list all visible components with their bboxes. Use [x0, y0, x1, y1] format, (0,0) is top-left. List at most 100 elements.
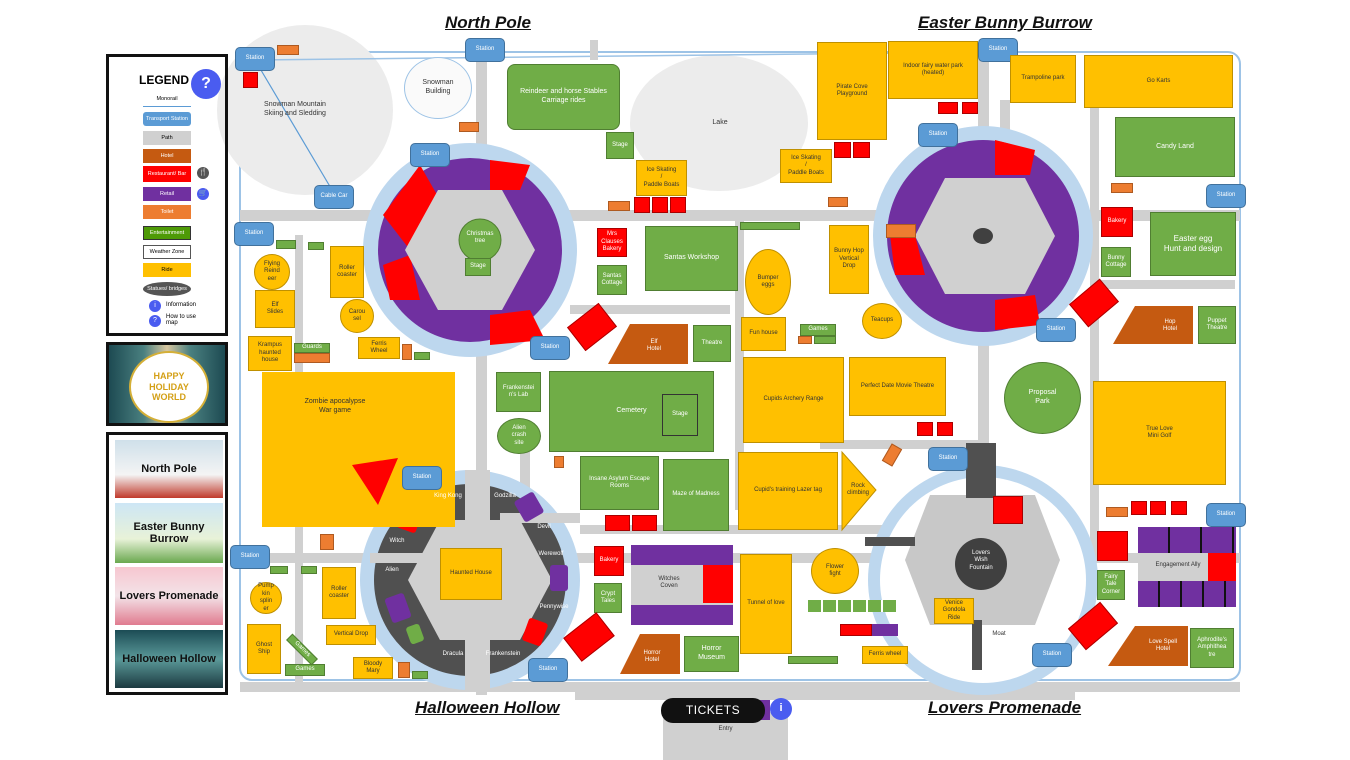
restaurant: [634, 197, 650, 213]
station[interactable]: Station: [1206, 184, 1246, 208]
lovers-ring: [865, 443, 1098, 695]
restaurant: [243, 72, 258, 88]
station[interactable]: Station: [530, 336, 570, 360]
engagement-ally: Engagement Ally: [1155, 562, 1201, 569]
zone-title-north-pole: North Pole: [445, 13, 531, 32]
station[interactable]: Station: [928, 447, 968, 471]
ride-dracula: Dracula: [442, 651, 464, 658]
restaurant: [670, 197, 686, 213]
bumper-eggs: Bumper eggs: [745, 249, 791, 315]
zone-card-north-pole[interactable]: North Pole: [115, 440, 223, 498]
legend: LEGEND ? Monorail Transport Station Path…: [106, 54, 228, 336]
legend-hotel: Hotel: [143, 149, 191, 163]
krampus-haunted-house: Krampus haunted house: [248, 336, 292, 371]
restaurant: [853, 142, 870, 158]
zone-card-lovers[interactable]: Lovers Promenade: [115, 567, 223, 625]
restaurant-icon: 🍴: [197, 167, 209, 179]
elf-hotel: Elf Hotel: [646, 338, 661, 353]
trampoline-park: Trampoline park: [1010, 55, 1076, 103]
restaurant: [993, 496, 1023, 524]
pumpkin-spinner: Pump kin splin er: [250, 582, 282, 614]
bakery-easter: Bakery: [1101, 207, 1133, 237]
legend-weather: Weather Zone: [143, 245, 191, 259]
elf-slides: Elf Slides: [255, 290, 295, 328]
lake-label: Lake: [712, 118, 728, 126]
zone-card-easter[interactable]: Easter Bunny Burrow: [115, 503, 223, 563]
station[interactable]: Station: [1036, 318, 1076, 342]
toilet: [320, 534, 334, 550]
station[interactable]: Station: [234, 222, 274, 246]
info-button[interactable]: i: [770, 698, 792, 720]
reindeer-stables: Reindeer and horse Stables Carriage ride…: [507, 64, 620, 130]
roller-coaster-halloween: Roller coaster: [322, 567, 356, 619]
tunnel-of-love: Tunnel of love: [740, 554, 792, 654]
restaurant: [834, 142, 851, 158]
moat-label: Moat: [992, 631, 1006, 638]
christmas-tree-label: Christmas tree: [466, 230, 494, 245]
legend-monorail: Monorail: [143, 93, 191, 107]
banner-happy: HAPPY: [153, 370, 185, 381]
station[interactable]: Station: [1206, 503, 1246, 527]
mrs-clauses-bakery: Mrs Clauses Bakery: [597, 228, 627, 257]
cable-car-station[interactable]: Cable Car: [314, 185, 354, 209]
cart-icon: 🛒: [197, 188, 209, 200]
go-karts: Go Karts: [1084, 55, 1233, 108]
retail: [872, 624, 898, 636]
crypt-tales: Crypt Tales: [594, 583, 622, 613]
restaurant: [917, 422, 933, 436]
restaurant: [938, 102, 958, 114]
restaurant: [1131, 501, 1147, 515]
rock-climbing: Rock climbing: [846, 482, 869, 497]
station[interactable]: Station: [410, 143, 450, 167]
games-easter: Games: [800, 324, 836, 336]
restaurant: [937, 422, 953, 436]
station[interactable]: Station: [918, 123, 958, 147]
park-boundary: [239, 51, 1241, 681]
legend-statues: Statues/ bridges: [143, 282, 191, 296]
restaurant: [1097, 531, 1128, 561]
tree-stage: Stage: [465, 258, 491, 276]
ride-godzilla: Godzilla: [494, 493, 516, 500]
ferris-wheel-north: Ferris Wheel: [358, 337, 400, 359]
zone-title-easter: Easter Bunny Burrow: [918, 13, 1092, 32]
maze-of-madness: Maze of Madness: [663, 459, 729, 531]
banner-holiday: HOLIDAY: [149, 381, 189, 392]
entertainment: [740, 222, 800, 230]
tickets-button[interactable]: TICKETS: [661, 698, 765, 723]
monorail-line: [254, 59, 336, 196]
cupids-lazer-tag: Cupid's training Lazer tag: [738, 452, 838, 530]
flying-reindeer: Flying Reind eer: [254, 254, 290, 290]
legend-retail: Retail: [143, 187, 191, 201]
station[interactable]: Station: [402, 466, 442, 490]
ride-alien: Alien: [385, 567, 399, 574]
toilet: [608, 201, 630, 211]
zone-card-halloween[interactable]: Halloween Hollow: [115, 630, 223, 688]
north-pole-ring: [363, 143, 577, 357]
ride-devil: Devil: [537, 524, 551, 531]
rock-climbing-shape: [841, 450, 877, 532]
witches-coven: Witches Coven: [658, 575, 680, 590]
help-icon: ?: [149, 315, 161, 327]
zombie-apocalypse: Zombie apocalypse War game: [304, 398, 366, 414]
elf-hotel-shape: [608, 324, 688, 364]
true-love-mini-golf: True Love Mini Golf: [1093, 381, 1226, 485]
station[interactable]: Station: [528, 658, 568, 682]
toilet: [294, 353, 330, 363]
entertainment: [788, 656, 838, 664]
station[interactable]: Station: [465, 38, 505, 62]
roller-coaster-north: Roller coaster: [330, 246, 364, 298]
info-icon: i: [149, 300, 161, 312]
alien-crash-site: Alien crash site: [497, 418, 541, 454]
legend-ride: Ride: [143, 263, 191, 277]
legend-path: Path: [143, 131, 191, 145]
venice-gondola-ride: Venice Gondola Ride: [934, 598, 974, 624]
restaurant: [1150, 501, 1166, 515]
restaurant: [840, 624, 872, 636]
toilet: [398, 662, 410, 678]
station[interactable]: Station: [1032, 643, 1072, 667]
happy-holiday-world-banner: HAPPY HOLIDAY WORLD: [106, 342, 228, 426]
station[interactable]: Station: [230, 545, 270, 569]
help-button[interactable]: ?: [191, 69, 221, 99]
station[interactable]: Station: [235, 47, 275, 71]
toilet: [828, 197, 848, 207]
